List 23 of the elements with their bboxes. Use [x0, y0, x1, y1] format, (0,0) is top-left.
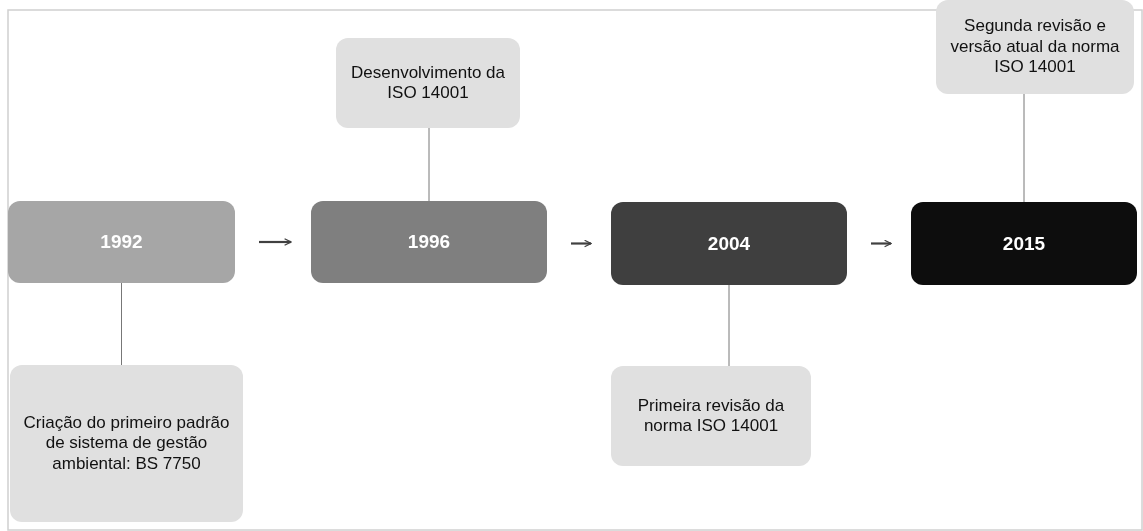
note-box — [611, 366, 811, 466]
leader-line — [1023, 93, 1025, 203]
year-box — [611, 202, 847, 285]
year-box — [911, 202, 1137, 285]
note-box — [336, 38, 520, 128]
label: 1992 — [100, 231, 143, 253]
leader-line — [121, 282, 122, 366]
arrow — [871, 239, 892, 248]
label: 2004 — [707, 232, 751, 255]
arrow — [259, 238, 292, 246]
label: 2015 — [1002, 232, 1046, 255]
label: Primeira revisão da norma ISO 14001 — [636, 395, 786, 437]
label: Desenvolvimento da ISO 14001 — [350, 62, 506, 104]
leader-line — [428, 127, 430, 202]
leader-line — [728, 284, 730, 367]
year-box — [8, 201, 235, 283]
label: Criação do primeiro padrão de sistema de gestão ambiental: BS 7750 — [22, 412, 231, 475]
label: 1996 — [407, 231, 451, 253]
note-box — [936, 0, 1134, 94]
note-box — [10, 365, 243, 522]
year-box — [311, 201, 547, 283]
arrow — [571, 239, 592, 248]
label: Segunda revisão e versão atual da norma ISO 14001 — [949, 16, 1121, 78]
